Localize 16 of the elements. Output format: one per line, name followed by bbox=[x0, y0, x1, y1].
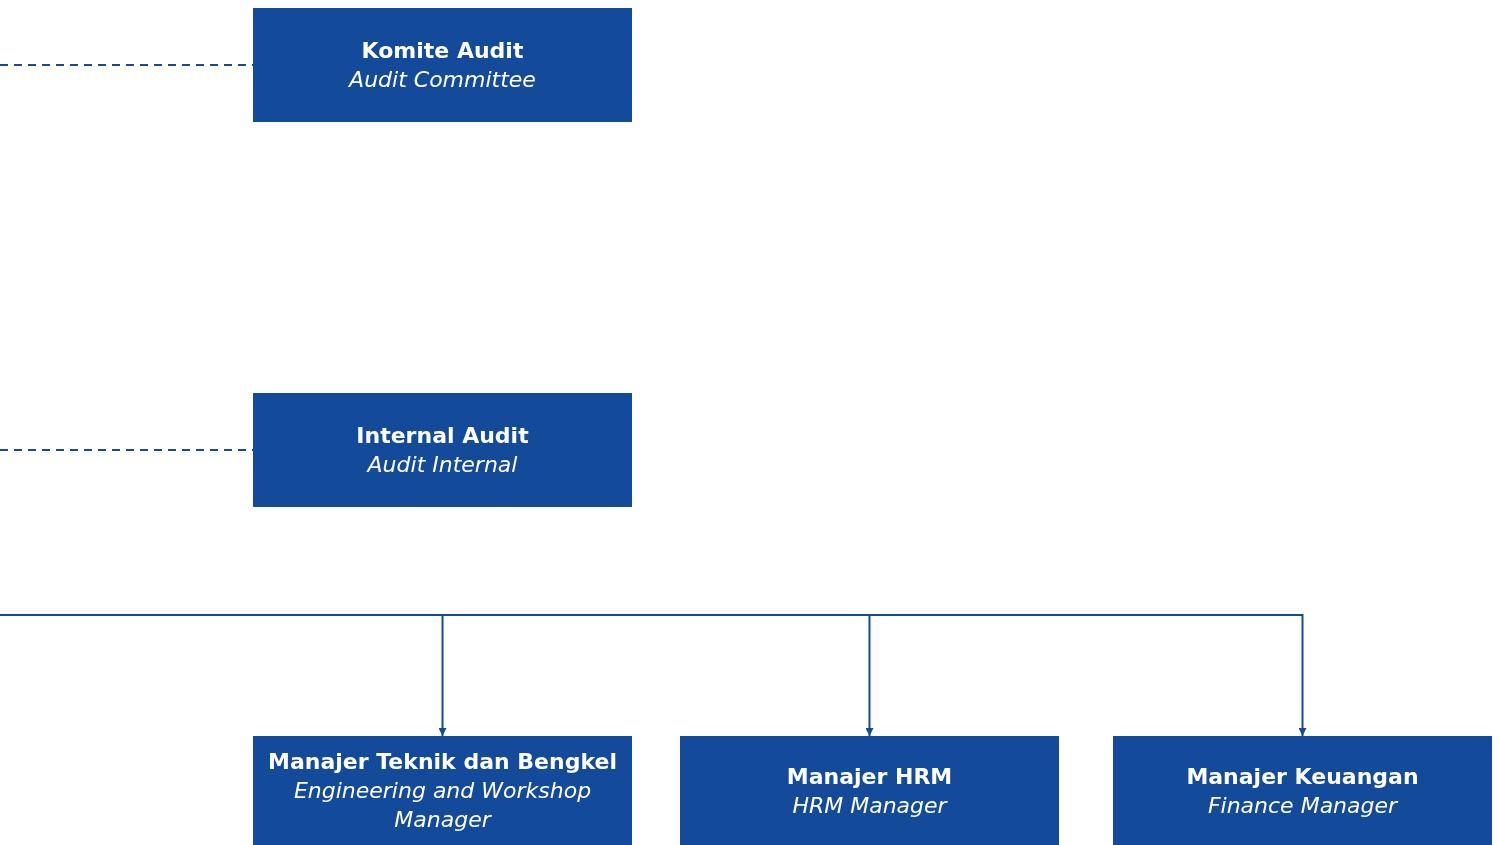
position-subtitle: HRM Manager bbox=[792, 791, 947, 820]
position-title: Manajer HRM bbox=[786, 762, 953, 791]
position-subtitle: Audit Internal bbox=[367, 451, 518, 479]
position-title: Komite Audit bbox=[361, 37, 524, 65]
position-title: Manajer Teknik dan Bengkel bbox=[268, 748, 617, 776]
position-box bbox=[253, 393, 632, 507]
position-title: Manajer Keuangan bbox=[1186, 762, 1419, 791]
arrow bbox=[0, 614, 1307, 737]
position-box bbox=[680, 736, 1059, 845]
position-subtitle: Engineering and Workshop Manager bbox=[292, 777, 593, 834]
position-subtitle: Finance Manager bbox=[1207, 791, 1398, 820]
position-box bbox=[253, 736, 632, 845]
position-box bbox=[1113, 736, 1492, 845]
position-box bbox=[253, 8, 632, 122]
position-subtitle: Audit Committee bbox=[349, 66, 536, 94]
position-title: Internal Audit bbox=[356, 422, 529, 450]
